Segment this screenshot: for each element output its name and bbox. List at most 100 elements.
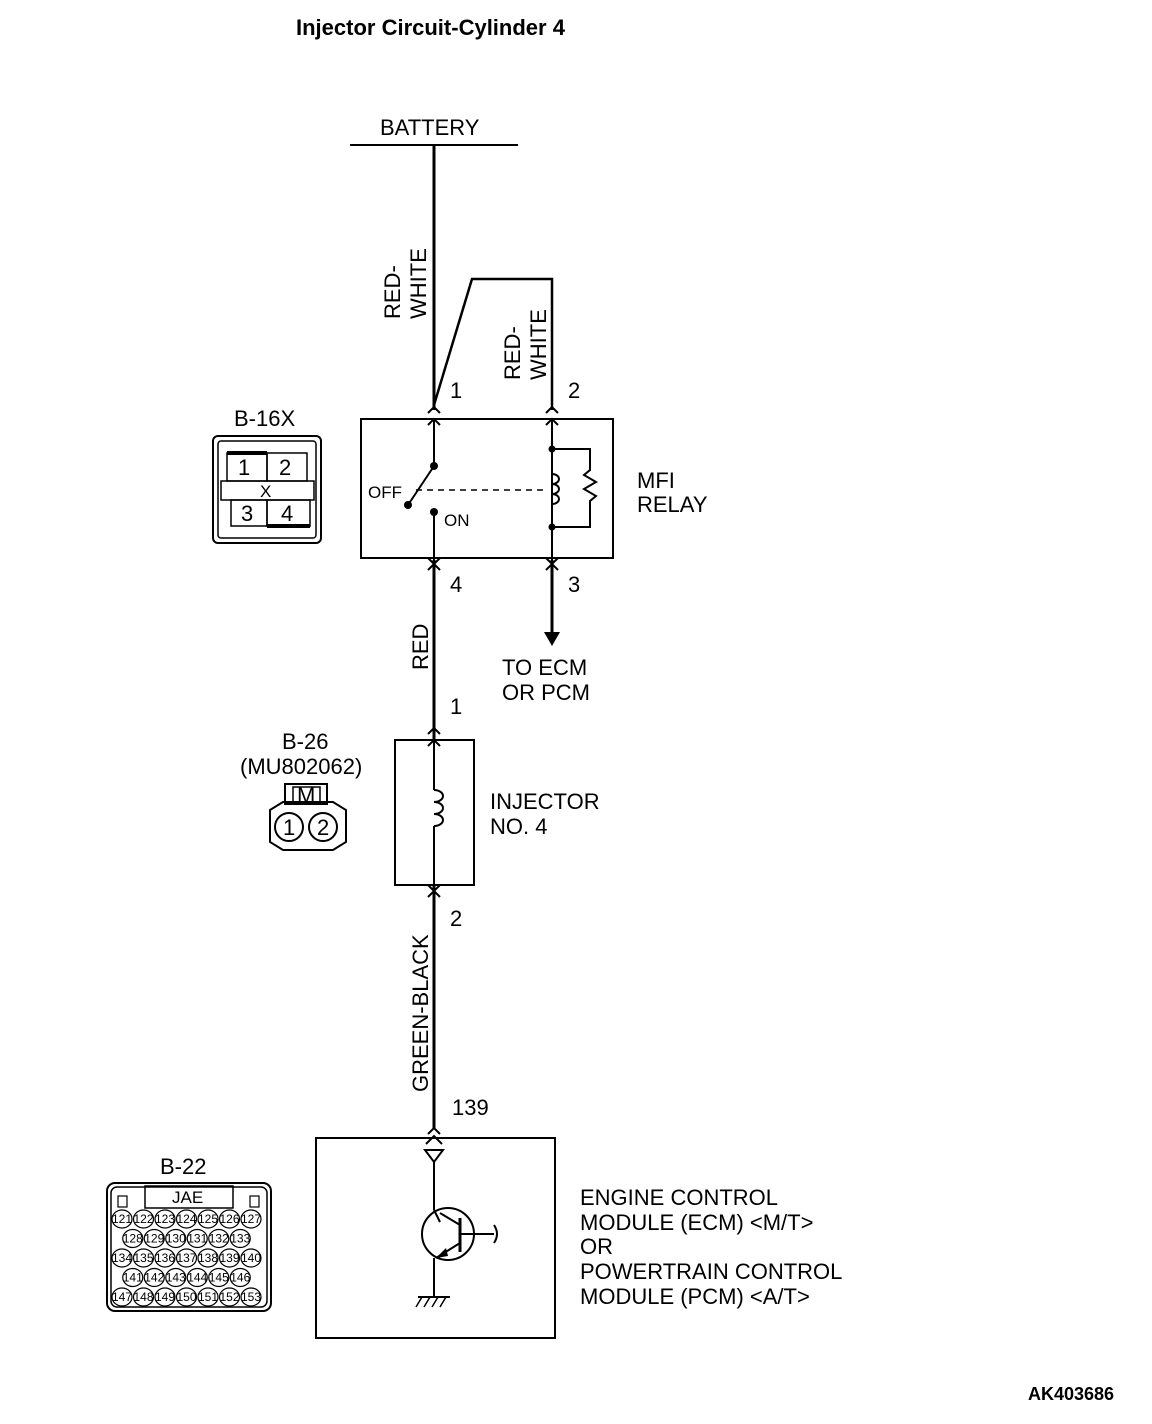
b22-pin-label: 139	[219, 1251, 239, 1265]
b16x-label: B-16X	[234, 406, 295, 431]
ecm-pin-139: 139	[452, 1095, 489, 1120]
b22-pin-label: 123	[155, 1212, 175, 1226]
b22-pin-circle	[218, 1209, 241, 1229]
b26-key-inner	[292, 786, 321, 804]
b26-mark: M	[297, 783, 315, 808]
to-ecm-arrow-icon	[544, 632, 560, 646]
b22-pin-circle	[143, 1267, 165, 1288]
b16x-mark: X	[260, 482, 271, 501]
b22-pin-label: 147	[112, 1290, 132, 1304]
to-ecm-label-2: OR PCM	[502, 680, 590, 705]
b22-latch-right	[249, 1195, 260, 1208]
b22-pin-circle	[132, 1209, 155, 1229]
wire-label-red-white-right-2: WHITE	[526, 309, 551, 380]
b22-pin-label: 143	[166, 1271, 186, 1285]
relay-pin-4: 4	[450, 572, 462, 597]
ground-icon	[415, 1296, 447, 1308]
ecm-label-5: MODULE (PCM) <A/T>	[580, 1284, 810, 1309]
b22-pin-circle	[132, 1287, 155, 1307]
b22-pin-circle	[132, 1248, 155, 1268]
injector-coil-icon	[433, 789, 444, 827]
b22-pin-circle	[197, 1287, 219, 1307]
b22-pin-circle	[111, 1248, 133, 1268]
ecm-transistor-collector-lead	[433, 1209, 441, 1223]
wire-label-red-white-left-1: RED-	[380, 265, 405, 319]
b22-pin-label: 141	[123, 1271, 143, 1285]
b22-pin-label: 150	[176, 1290, 196, 1304]
relay-resistor-icon	[552, 448, 598, 528]
b16x-connector-outer	[212, 435, 322, 544]
b16x-cell-2-label: 2	[279, 455, 291, 480]
b26-pin-2-label: 2	[317, 815, 329, 840]
ecm-transistor-base-tail	[493, 1224, 498, 1244]
b26-pin-1-circle	[274, 812, 304, 842]
mfi-relay-label-2: RELAY	[637, 492, 708, 517]
relay-pin2-top-mark	[545, 405, 559, 414]
wire-label-red-white-right-1: RED-	[500, 326, 525, 380]
b22-pin-label: 149	[155, 1290, 175, 1304]
b22-pin-circle	[218, 1287, 241, 1307]
ecm-pin-mark-b	[425, 1134, 443, 1145]
relay-switch-on-label: ON	[444, 511, 470, 530]
wire-label-green-black: GREEN-BLACK	[408, 934, 433, 1092]
b22-pin-label: 144	[187, 1271, 207, 1285]
relay-coil-icon	[551, 473, 560, 505]
relay-switch-pivot	[404, 501, 412, 509]
injector-label-1: INJECTOR	[490, 789, 600, 814]
b26-part-number: (MU802062)	[240, 754, 362, 779]
injector-pin1-mark-b	[427, 726, 441, 735]
b22-pin-circle	[208, 1267, 230, 1288]
b22-pin-label: 132	[209, 1232, 229, 1246]
b22-pin-circle	[175, 1248, 198, 1268]
b22-header-label: JAE	[172, 1188, 203, 1207]
b26-label: B-26	[282, 729, 328, 754]
b26-pin-1-label: 1	[283, 815, 295, 840]
b22-pin-circle	[240, 1287, 262, 1307]
b22-pin-circle	[208, 1228, 230, 1249]
b26-pin-2-circle	[308, 812, 338, 842]
b22-label: B-22	[160, 1154, 206, 1179]
b22-pin-circle	[186, 1228, 208, 1249]
wire-branch-to-relay-pin2	[432, 277, 554, 410]
b22-pin-circle	[229, 1228, 251, 1249]
b22-pin-circle	[240, 1209, 262, 1229]
relay-switch-blade	[407, 465, 435, 506]
b22-pin-label: 126	[219, 1212, 239, 1226]
ecm-label-2: MODULE (ECM) <M/T>	[580, 1210, 813, 1235]
b22-pin-label: 138	[198, 1251, 218, 1265]
b22-pin-label: 122	[133, 1212, 153, 1226]
to-ecm-label-1: TO ECM	[502, 655, 587, 680]
b22-pin-label: 128	[123, 1232, 143, 1246]
b22-pin-label: 136	[155, 1251, 175, 1265]
b22-pin-label: 146	[230, 1271, 250, 1285]
b22-pin-label: 145	[209, 1271, 229, 1285]
b22-pin-label: 153	[241, 1290, 261, 1304]
b16x-connector-inner	[217, 440, 317, 539]
b22-pin-circle	[154, 1209, 176, 1229]
b22-pin-circle	[175, 1287, 198, 1307]
b22-pin-circle	[111, 1287, 133, 1307]
wire-label-red: RED	[408, 624, 433, 670]
b22-header-box	[144, 1185, 234, 1209]
b22-latch-left	[117, 1195, 128, 1208]
b22-pin-circle	[111, 1209, 133, 1229]
b16x-cell-3-label: 3	[241, 501, 253, 526]
b22-connector-outer	[106, 1182, 272, 1312]
b22-pin-circle	[165, 1267, 187, 1288]
b22-pin-circle	[122, 1228, 144, 1249]
b22-pin-circle	[165, 1228, 187, 1249]
b22-pin-circle	[122, 1267, 144, 1288]
battery-label: BATTERY	[380, 115, 480, 140]
diagram-title: Injector Circuit-Cylinder 4	[296, 15, 566, 40]
b22-pin-label: 134	[112, 1251, 132, 1265]
b22-pin-circle	[197, 1209, 219, 1229]
b22-pin-label: 140	[241, 1251, 261, 1265]
ecm-label-1: ENGINE CONTROL	[580, 1185, 778, 1210]
relay-pin1-top-mark	[427, 405, 441, 414]
figure-code: AK403686	[1028, 1384, 1114, 1404]
b22-pin-circle	[175, 1209, 198, 1229]
b22-pin-label: 135	[133, 1251, 153, 1265]
relay-pin-2: 2	[568, 378, 580, 403]
ecm-transistor-arrow-icon	[436, 1248, 448, 1258]
